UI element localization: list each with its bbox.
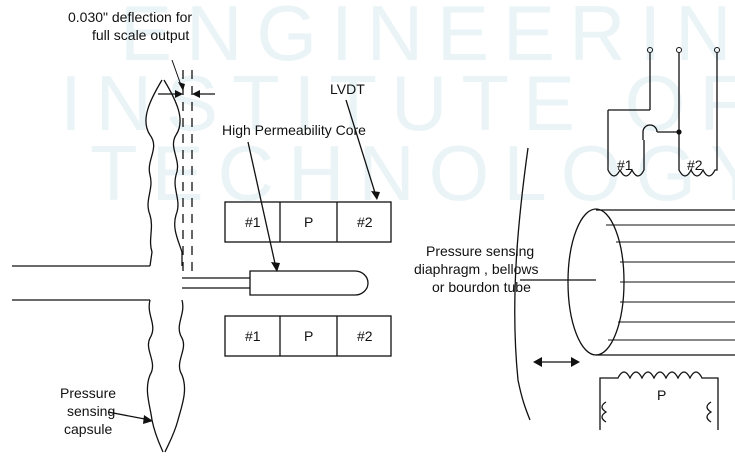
core-label: High Permeability Core (222, 122, 366, 138)
top-coil-primary: P (304, 214, 313, 230)
diaphragm-label-line-1: Pressure sensing (426, 243, 534, 259)
watermark-line-3: TECHNOLOGY (90, 129, 735, 217)
pressure-cylinder (568, 209, 735, 355)
primary-coil: P (600, 372, 718, 430)
deflection-label-line-2: full scale output (92, 27, 189, 43)
primary-coil-label: P (657, 387, 666, 403)
pressure-pipe (12, 266, 150, 300)
capsule-label-line-3: capsule (64, 421, 112, 437)
bottom-coil-primary: P (304, 328, 313, 344)
capsule-label-line-1: Pressure (60, 385, 116, 401)
diaphragm-label-line-3: or bourdon tube (432, 279, 531, 295)
capsule-label-line-2: sensing (67, 403, 115, 419)
secondary-coil-2-label: #2 (687, 157, 703, 173)
lvdt-label: LVDT (330, 81, 365, 97)
bottom-coil-secondary-2: #2 (357, 328, 373, 344)
diaphragm-label-line-2: diaphragm , bellows (414, 261, 539, 277)
lvdt-bottom-coil: #1 P #2 (225, 316, 391, 356)
motion-arrow (533, 357, 580, 367)
top-coil-secondary-1: #1 (245, 214, 261, 230)
top-coil-secondary-2: #2 (357, 214, 373, 230)
secondary-coil-1-label: #1 (617, 157, 633, 173)
deflection-label-line-1: 0.030" deflection for (68, 9, 192, 25)
bottom-coil-secondary-1: #1 (245, 328, 261, 344)
push-rod (182, 278, 250, 288)
high-permeability-core (250, 271, 368, 295)
